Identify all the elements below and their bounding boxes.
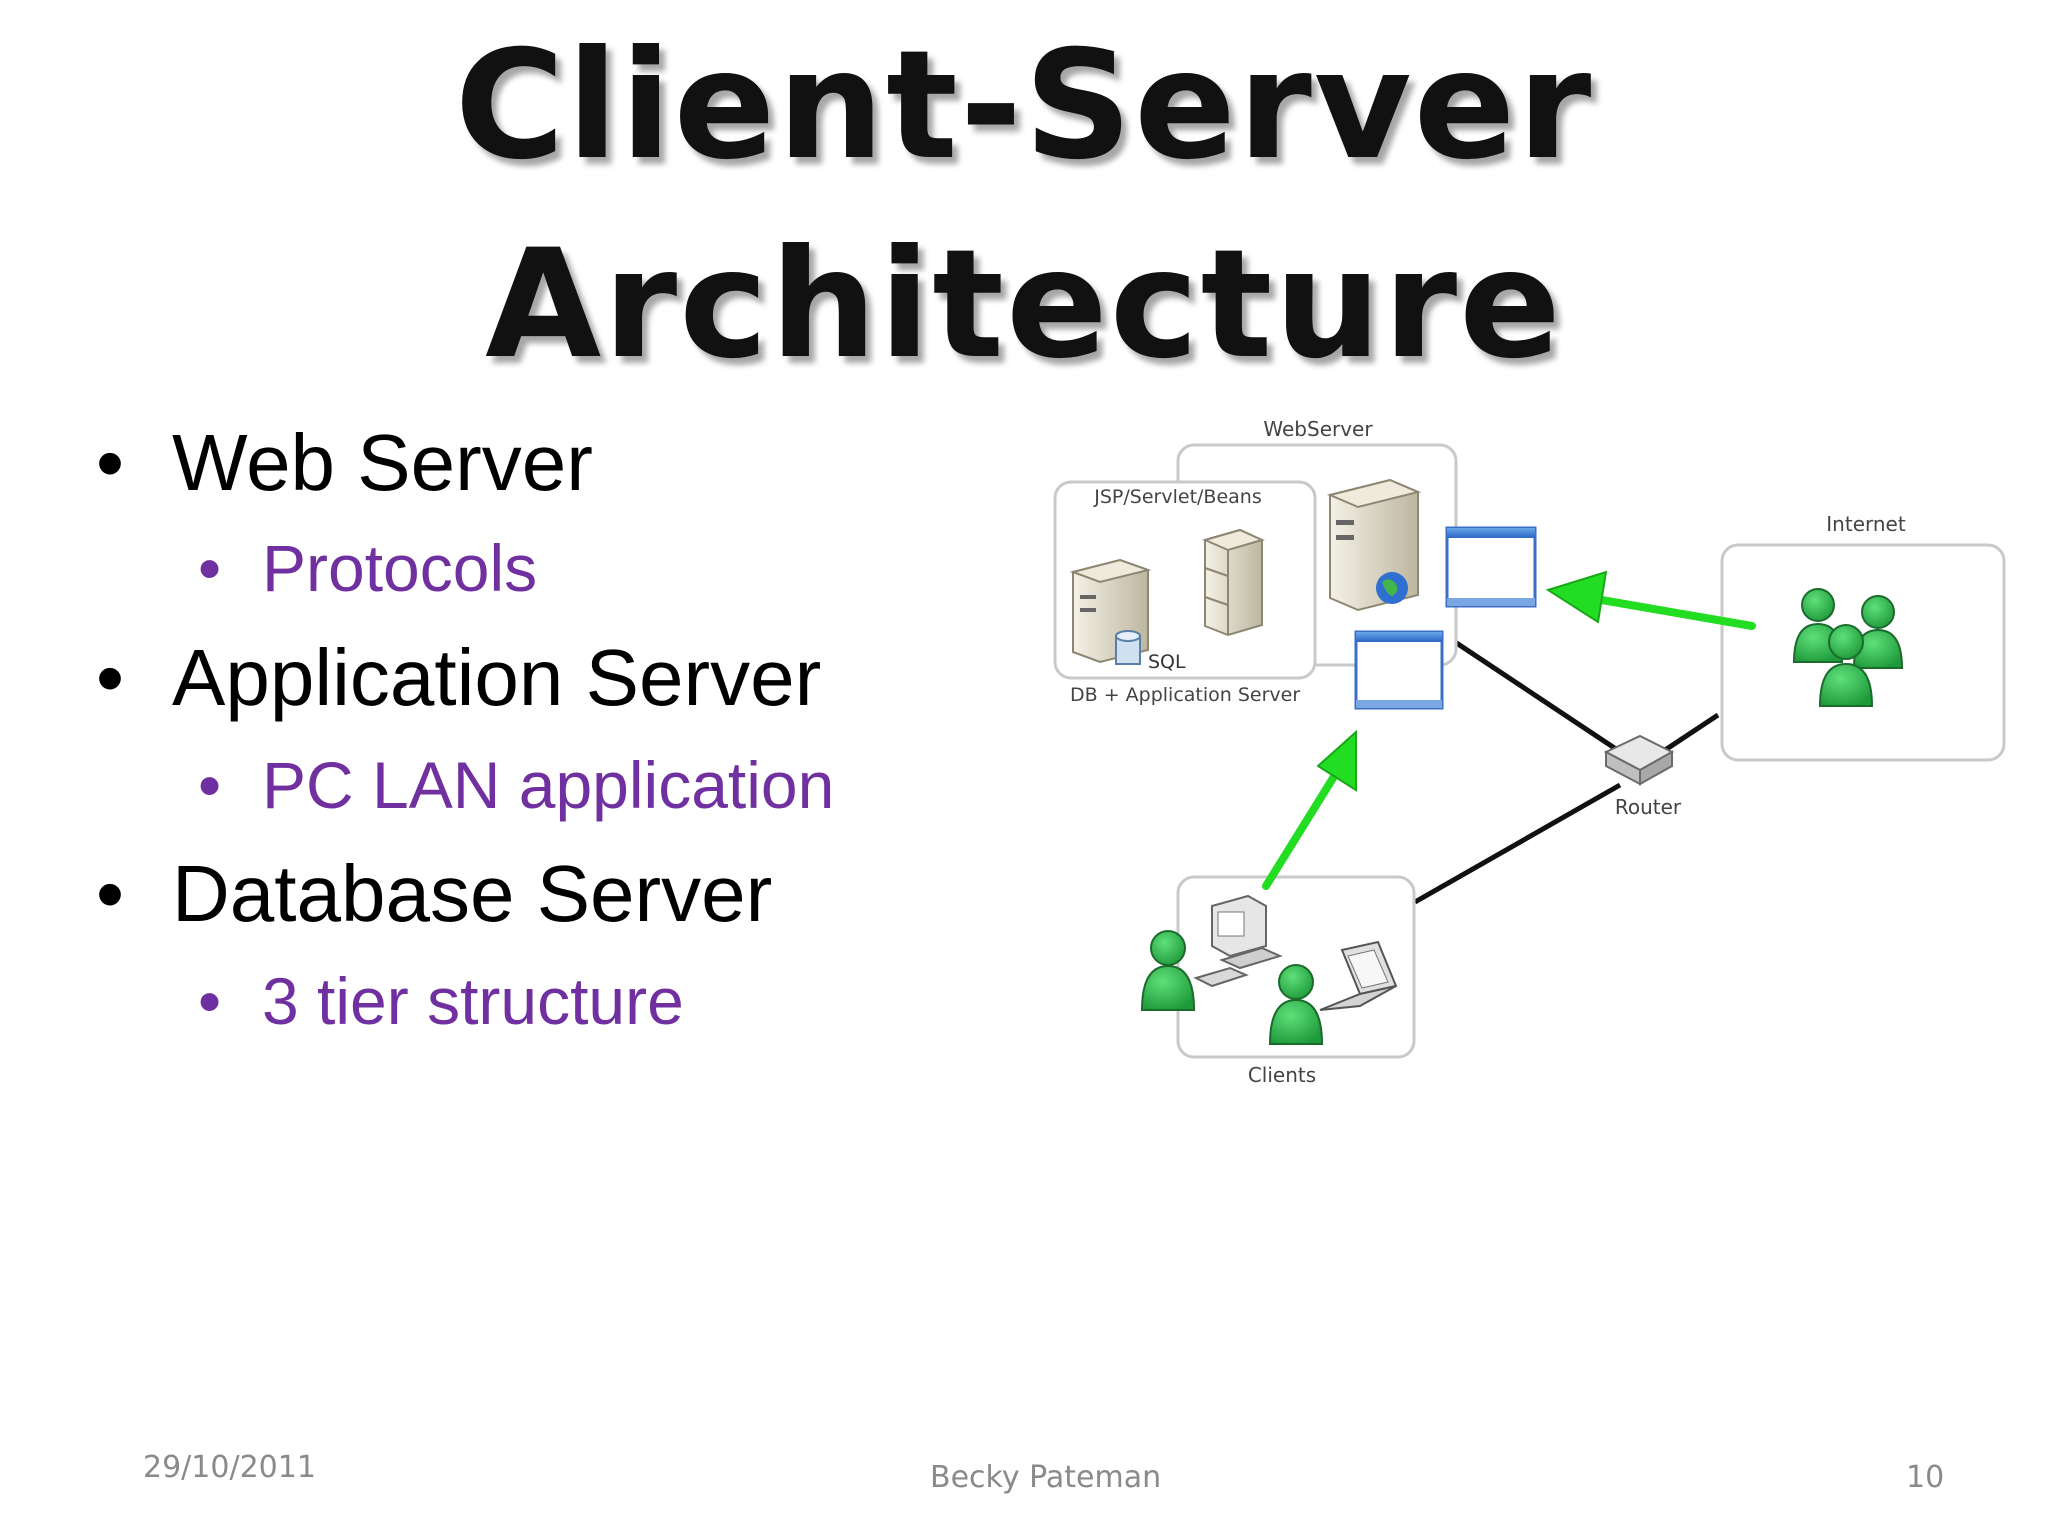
router-label: Router	[1615, 795, 1682, 819]
title-line-2: Architecture	[485, 218, 1563, 392]
request-arrows	[1262, 570, 1756, 890]
router-icon	[1603, 734, 1675, 786]
bullet-dot: •	[198, 531, 222, 605]
sub-bullet-text: 3 tier structure	[262, 964, 684, 1038]
person-icon	[1268, 964, 1324, 1045]
link-clients-router	[1413, 782, 1622, 905]
bullet-text: Database Server	[172, 849, 773, 938]
title-line-1: Client-Server	[454, 19, 1594, 193]
bullet-item: • Database Server	[96, 849, 772, 939]
application-server-icon	[1202, 528, 1265, 637]
link-webserver-router	[1450, 637, 1642, 768]
sub-bullet-item: • PC LAN application	[198, 745, 834, 825]
person-icon	[1140, 930, 1196, 1011]
clients-group: Clients	[1140, 875, 1416, 1087]
arrow-clients-to-appserver	[1262, 729, 1357, 890]
sql-database-icon	[1115, 630, 1141, 665]
bullet-dot: •	[96, 418, 125, 507]
internet-label: Internet	[1826, 512, 1906, 536]
sub-bullet-text: Protocols	[262, 531, 538, 605]
clients-label: Clients	[1248, 1063, 1316, 1087]
footer-date: 29/10/2011	[143, 1450, 316, 1485]
sub-bullet-item: • 3 tier structure	[198, 961, 684, 1041]
bullet-dot: •	[96, 849, 125, 938]
connection-lines	[1413, 637, 1720, 905]
db-app-server-group: JSP/Servlet/Beans SQL DB +	[1053, 480, 1444, 710]
bullet-item: • Web Server	[96, 418, 593, 508]
footer-page-number: 10	[1906, 1460, 1945, 1495]
network-diagram: WebServer JSP/Servlet/Beans	[1053, 417, 2006, 1087]
db-app-label: DB + Application Server	[1070, 684, 1300, 706]
sub-bullet-text: PC LAN application	[262, 748, 835, 822]
jsp-label: JSP/Servlet/Beans	[1093, 486, 1261, 508]
internet-group: Internet	[1720, 512, 2006, 762]
arrow-internet-to-webserver	[1545, 570, 1756, 630]
users-group-icon	[1792, 588, 1904, 707]
bullet-item: • Application Server	[96, 633, 821, 723]
web-server-icon	[1326, 478, 1422, 612]
browser-window-icon	[1445, 526, 1537, 608]
bullet-text: Web Server	[172, 418, 593, 507]
browser-window-icon	[1354, 630, 1444, 710]
bullet-text: Application Server	[172, 633, 822, 722]
laptop-icon	[1319, 940, 1398, 1011]
desktop-computer-icon	[1193, 894, 1283, 988]
bullet-dot: •	[198, 748, 222, 822]
sub-bullet-item: • Protocols	[198, 528, 537, 608]
footer-author: Becky Pateman	[930, 1460, 1162, 1495]
webserver-label: WebServer	[1263, 417, 1373, 441]
sql-label: SQL	[1148, 651, 1186, 673]
bullet-dot: •	[198, 964, 222, 1038]
bullet-dot: •	[96, 633, 125, 722]
